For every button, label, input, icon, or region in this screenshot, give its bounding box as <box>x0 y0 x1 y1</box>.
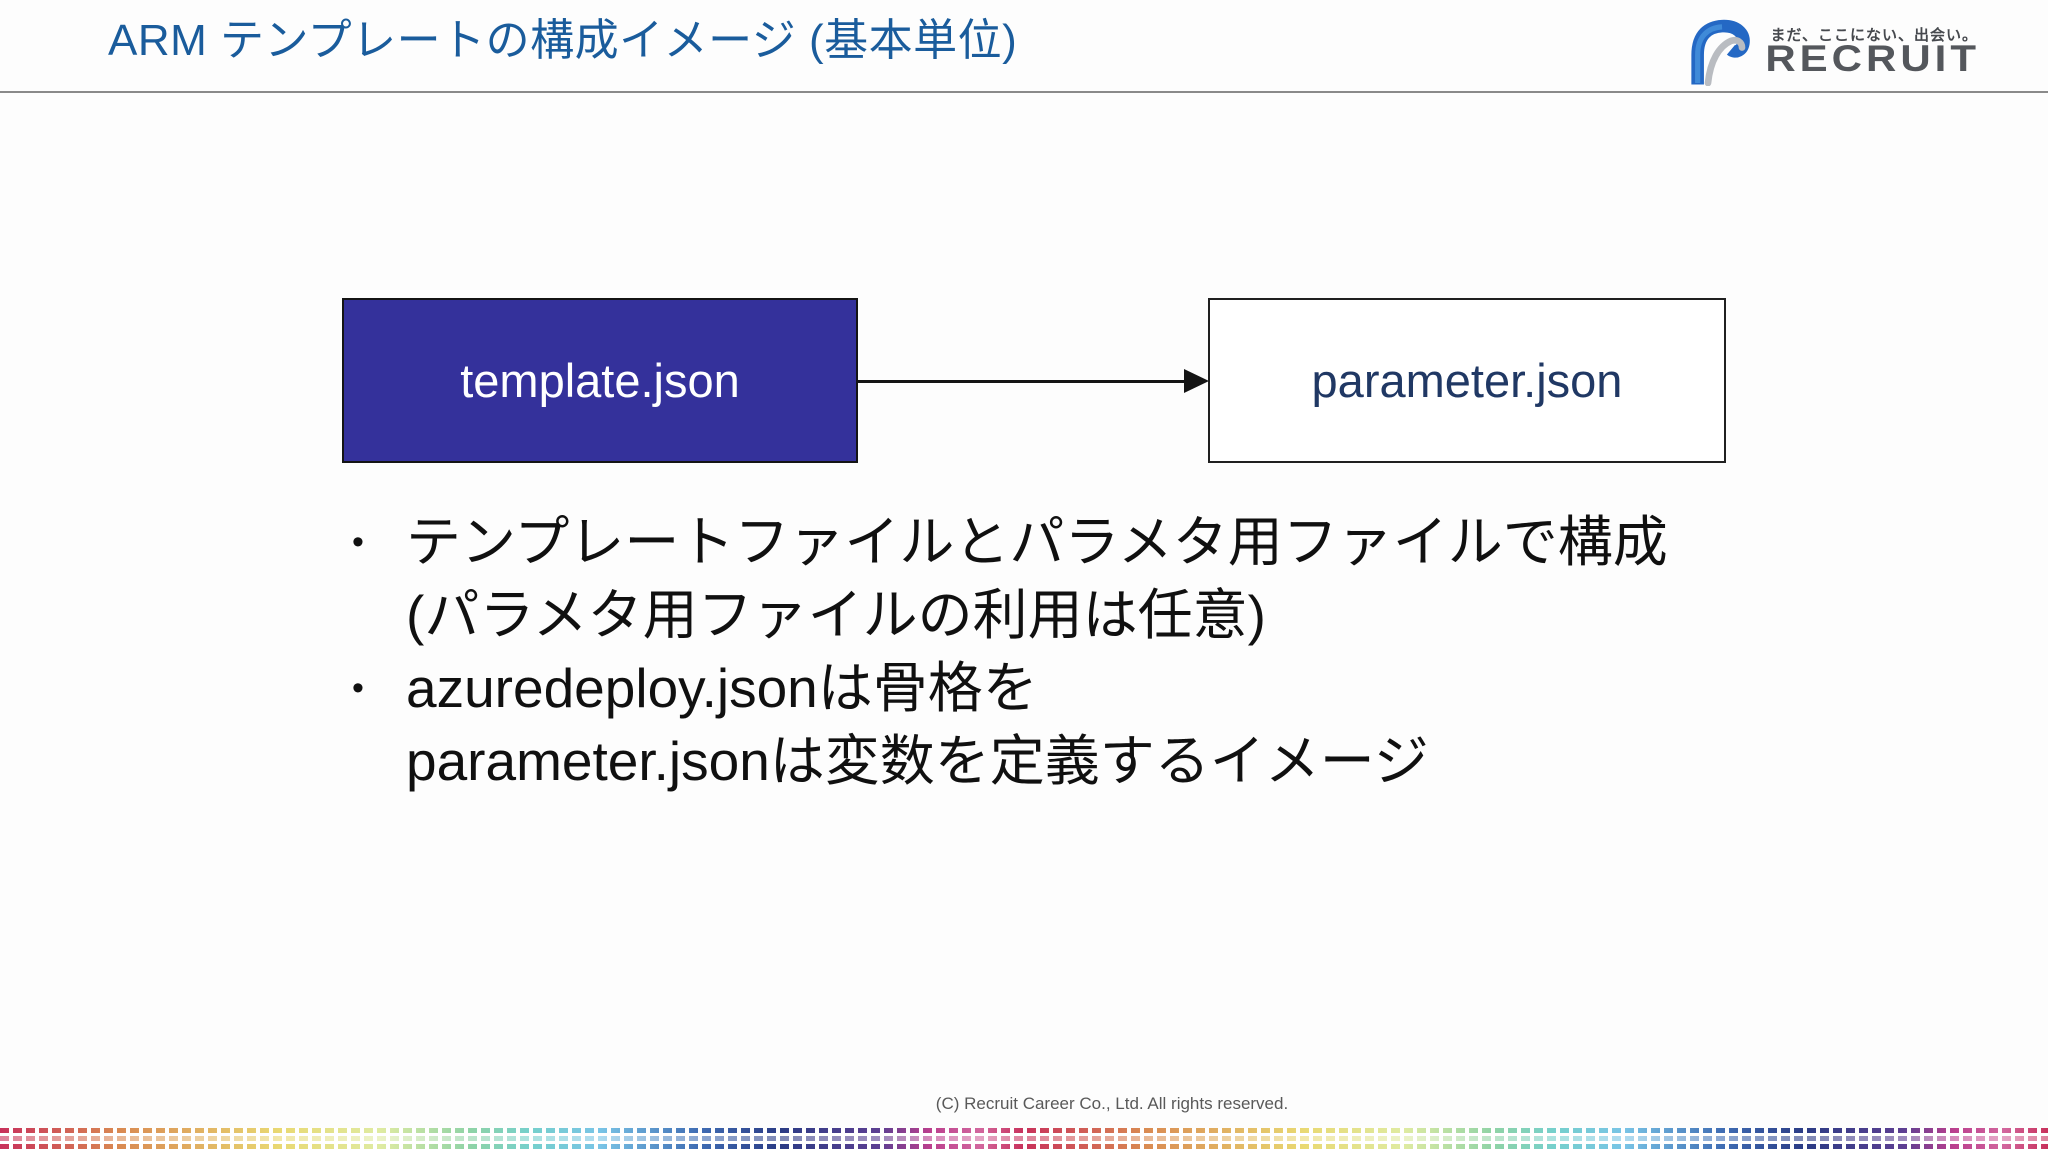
list-item: • azuredeploy.jsonは骨格を <box>352 652 1852 725</box>
list-item: • テンプレートファイルとパラメタ用ファイルで構成 <box>352 506 1852 579</box>
template-json-label: template.json <box>460 354 740 407</box>
header-divider <box>0 91 2048 93</box>
logo-tagline: まだ、ここにない、出会い。 <box>1770 27 1978 44</box>
connector-line <box>858 380 1188 383</box>
bullet-text: parameter.jsonは変数を定義するイメージ <box>406 730 1429 792</box>
list-item-continuation: (パラメタ用ファイルの利用は任意) <box>352 579 1852 652</box>
parameter-json-label: parameter.json <box>1311 354 1623 407</box>
page-title: ARM テンプレートの構成イメージ (基本単位) <box>108 16 1018 65</box>
template-json-node: template.json <box>342 298 858 463</box>
arrow-right-icon <box>1184 369 1209 393</box>
bullet-icon: • <box>352 523 364 561</box>
bullet-text: (パラメタ用ファイルの利用は任意) <box>406 584 1266 646</box>
bullet-icon: • <box>352 669 364 707</box>
recruit-logo: まだ、ここにない、出会い。 RECRUIT <box>1688 14 1978 88</box>
rainbow-dash-strip <box>0 1128 2048 1152</box>
recruit-arch-icon <box>1691 19 1750 86</box>
list-item-continuation: parameter.jsonは変数を定義するイメージ <box>352 725 1852 798</box>
bullet-text: azuredeploy.jsonは骨格を <box>406 657 1038 719</box>
bullet-list: • テンプレートファイルとパラメタ用ファイルで構成 (パラメタ用ファイルの利用は… <box>352 506 1852 798</box>
parameter-json-node: parameter.json <box>1208 298 1726 463</box>
bullet-text: テンプレートファイルとパラメタ用ファイルで構成 <box>406 511 1668 573</box>
copyright-text: (C) Recruit Career Co., Ltd. All rights … <box>935 1094 1289 1113</box>
logo-wordmark: RECRUIT <box>1765 37 1980 79</box>
